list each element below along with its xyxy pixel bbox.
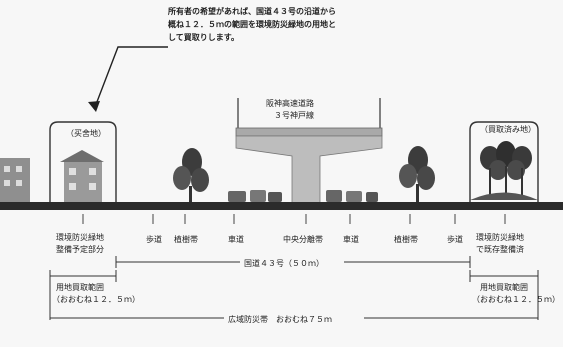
highway-label-line-2: ３号神戸線: [274, 110, 314, 120]
right-zone-heading: （買取済み地）: [480, 124, 536, 134]
left-zone-text-1: 環境防災緑地: [56, 232, 104, 242]
ground-line: [0, 202, 563, 210]
road-part-sidewalk-left: 歩道: [146, 234, 162, 244]
left-purchase-text-2: （おおむね１２．５ｍ）: [52, 295, 140, 304]
road-part-lane-right: 車道: [343, 234, 359, 244]
road-part-lane-left: 車道: [228, 234, 244, 244]
road-tick-marks: [82, 214, 506, 224]
callout-line-1: 所有者の希望があれば、国道４３号の沿道から: [167, 6, 336, 16]
road-part-planting-right: 植樹帯: [394, 234, 418, 244]
total-width-label: 広域防災帯 おおむね７５ｍ: [228, 314, 332, 324]
right-purchase-text-2: （おおむね１２．５ｍ）: [472, 295, 560, 304]
left-purchase-text-1: 用地買取範囲: [56, 282, 104, 292]
left-zone-heading: （买舍地）: [66, 128, 106, 138]
right-zone-bracket: [469, 121, 539, 205]
road-part-sidewalk-right: 歩道: [447, 234, 463, 244]
callout-line-3: して買取りします。: [168, 33, 239, 42]
vehicle-icons: [228, 190, 378, 202]
tree-icon-left: [173, 148, 209, 204]
highway-label-line-1: 阪神高速道路: [266, 98, 314, 108]
right-purchase-text-1: 用地買取範囲: [480, 282, 528, 292]
tree-icon-right: [399, 146, 435, 204]
forest-icon: [470, 141, 538, 200]
callout-pointer-line: [94, 46, 168, 108]
right-zone-text-1: 環境防災緑地: [476, 232, 524, 242]
left-zone-bracket: [49, 121, 117, 205]
road-part-planting-left: 植樹帯: [174, 234, 198, 244]
right-zone-text-2: で既存整備済: [476, 244, 524, 254]
house-icon: [60, 150, 104, 202]
callout-line-2: 概ね１２．５ｍの範囲を環境防災緑地の用地と: [168, 19, 336, 29]
national-road-label: 国道４３号（５０ｍ）: [244, 258, 324, 268]
road-part-median: 中央分離帯: [283, 234, 323, 244]
left-zone-text-2: 整備予定部分: [56, 244, 104, 254]
callout-arrowhead: [88, 101, 100, 112]
